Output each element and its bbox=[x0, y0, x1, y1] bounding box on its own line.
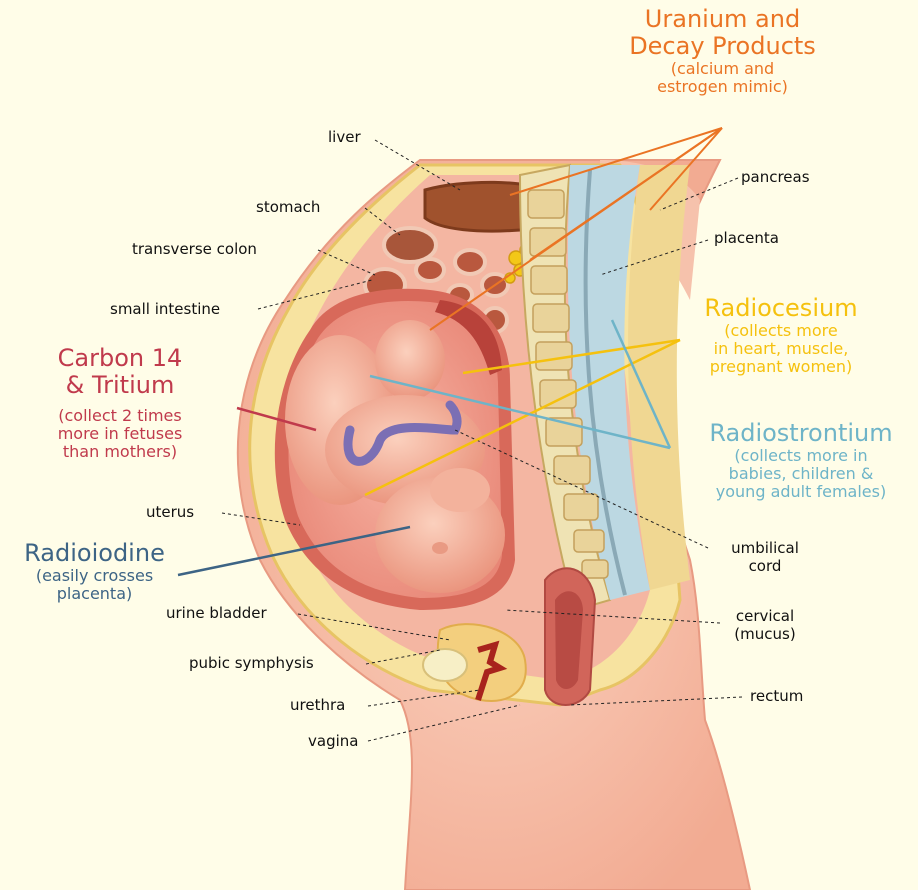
label-stomach: stomach bbox=[256, 198, 320, 216]
callout-carbon-tritium: Carbon 14 & Tritium (collect 2 times mor… bbox=[30, 345, 210, 461]
callout-radiostrontium: Radiostrontium (collects more in babies,… bbox=[688, 420, 914, 501]
label-uterus: uterus bbox=[146, 503, 194, 521]
label-placenta: placenta bbox=[714, 229, 779, 247]
callout-radioiodine: Radioiodine (easily crosses placenta) bbox=[2, 540, 187, 603]
label-transverse-colon: transverse colon bbox=[132, 240, 257, 258]
label-pubic-symphysis: pubic symphysis bbox=[189, 654, 314, 672]
callout-uranium: Uranium and Decay Products (calcium and … bbox=[600, 6, 845, 96]
label-vagina: vagina bbox=[308, 732, 358, 750]
label-cervical: cervical (mucus) bbox=[734, 607, 795, 643]
callout-radiocesium: Radiocesium (collects more in heart, mus… bbox=[676, 295, 886, 376]
label-pancreas: pancreas bbox=[741, 168, 810, 186]
label-small-intestine: small intestine bbox=[110, 300, 220, 318]
label-urine-bladder: urine bladder bbox=[166, 604, 267, 622]
stomach-organ bbox=[384, 228, 436, 262]
label-urethra: urethra bbox=[290, 696, 345, 714]
label-liver: liver bbox=[328, 128, 361, 146]
pubic-symphysis-bone bbox=[423, 649, 467, 681]
label-umbilical-cord: umbilical cord bbox=[731, 539, 799, 575]
label-rectum: rectum bbox=[750, 687, 803, 705]
